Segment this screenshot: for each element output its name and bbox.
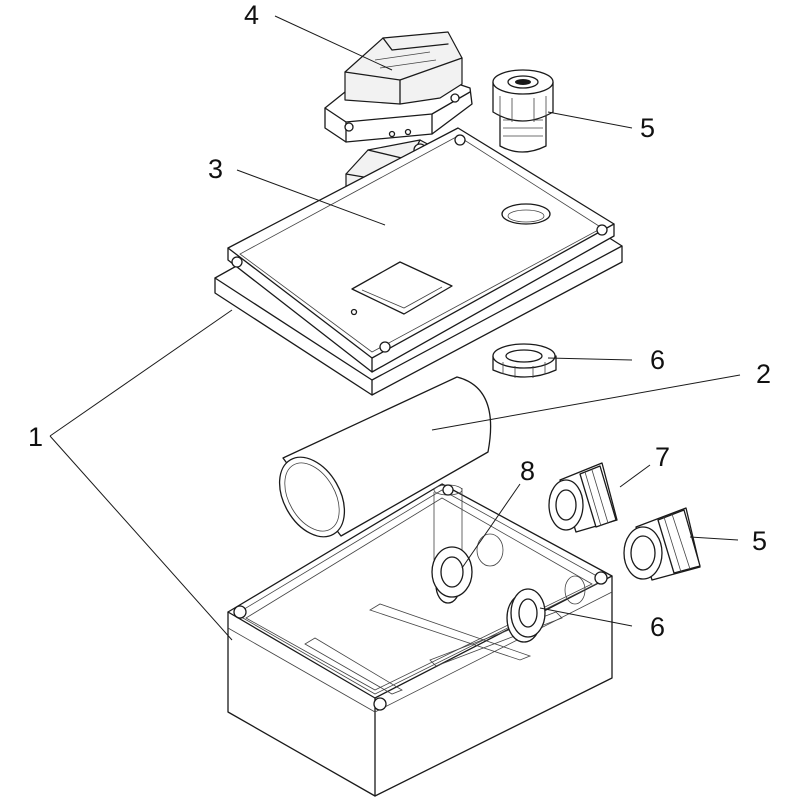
lock-nut-part-6-bottom	[506, 588, 546, 643]
callout-2: 2	[756, 359, 771, 389]
callout-6-bottom: 6	[650, 612, 665, 642]
callout-3: 3	[208, 154, 223, 184]
callout-6-top: 6	[650, 345, 665, 375]
callout-5-top: 5	[640, 113, 655, 143]
callout-8: 8	[520, 456, 535, 486]
callout-4: 4	[244, 0, 259, 30]
cable-gland-part-7	[548, 462, 618, 533]
callout-5-right: 5	[752, 526, 767, 556]
enclosure-base-part-1	[227, 483, 613, 797]
leader-lines	[49, 15, 741, 641]
callout-7: 7	[655, 442, 670, 472]
switch-cover-part-4	[324, 31, 473, 143]
enclosure-lid-part-1	[214, 127, 623, 396]
cable-gland-part-5-right	[623, 507, 701, 581]
callout-labels: 4 5 3 6 2 1 8 7 5 6	[28, 0, 771, 642]
nut-part-8	[431, 546, 473, 604]
callout-1: 1	[28, 422, 43, 452]
tube-part-2	[278, 376, 492, 538]
cable-gland-part-5-top	[492, 69, 554, 153]
lock-nut-part-6-top	[492, 343, 557, 378]
